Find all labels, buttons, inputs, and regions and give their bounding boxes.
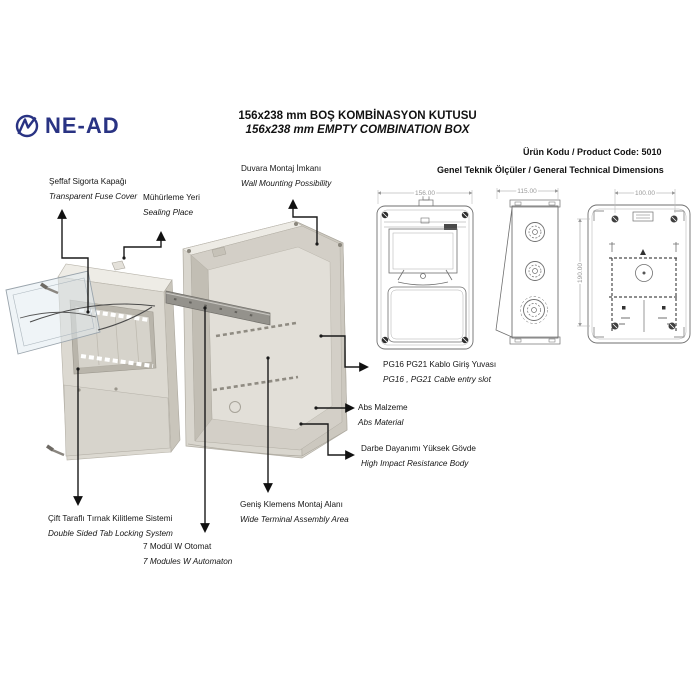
- drawing-back-view: [587, 204, 691, 344]
- sealing-tab: [111, 260, 126, 271]
- product-code: Ürün Kodu / Product Code: 5010: [523, 147, 662, 157]
- leader-cable-entry: [321, 335, 369, 372]
- mounting-screw-top: [40, 282, 59, 295]
- din-rail: [165, 290, 271, 326]
- technical-dimensions-heading: Genel Teknik Ölçüler / General Technical…: [437, 165, 664, 175]
- page-title-tr: 156x238 mm BOŞ KOMBİNASYON KUTUSU: [238, 110, 477, 122]
- dimension-labels: 156.00 115.00 100.00 190.00: [414, 187, 657, 285]
- dimension-lines: [377, 188, 676, 327]
- brand-name: NE-AD: [45, 113, 120, 138]
- callout-sealing-place: Mühürleme Yeri Sealing Place: [143, 193, 200, 217]
- transparent-cover-flap: [5, 270, 156, 355]
- callout-cable-entry: PG16 PG21 Kablo Giriş Yuvası PG16 , PG21…: [383, 360, 497, 384]
- leader-wall-mounting: [288, 199, 318, 244]
- leader-start-dots: [76, 242, 323, 426]
- leader-transparent-fuse-cover: [57, 209, 89, 312]
- drawing-side-view: [495, 199, 561, 345]
- brand-logo: NE-AD: [14, 113, 120, 139]
- callout-leader-lines: [57, 199, 369, 533]
- callout-abs-material: Abs Malzeme Abs Material: [358, 403, 408, 427]
- mounting-screw-bottom: [46, 444, 65, 457]
- dim-side-depth: 115.00: [517, 188, 537, 195]
- side-view-knockouts: [520, 222, 548, 324]
- page-title-en: 156x238 mm EMPTY COMBINATION BOX: [245, 124, 470, 136]
- callout-impact-body: Darbe Dayanımı Yüksek Gövde High Impact …: [361, 444, 476, 468]
- leader-impact-body: [301, 423, 355, 460]
- dim-back-height: 190.00: [577, 263, 584, 283]
- front-cover-render: [5, 260, 181, 461]
- callout-wall-mounting: Duvara Montaj İmkanı Wall Mounting Possi…: [241, 164, 332, 188]
- dim-back-span: 100.00: [635, 190, 655, 197]
- page-title: 156x238 mm BOŞ KOMBİNASYON KUTUSU 156x23…: [180, 110, 535, 136]
- base-box-render: [165, 220, 348, 459]
- nead-logo-icon: [15, 114, 39, 138]
- callout-transparent-fuse-cover: Şeffaf Sigorta Kapağı Transparent Fuse C…: [49, 177, 138, 201]
- dim-front-width: 156.00: [415, 190, 435, 197]
- callout-terminal-area: Geniş Klemens Montaj Alanı Wide Terminal…: [240, 500, 349, 524]
- callout-tab-locking: Çift Taraflı Tırnak Kilitleme Sistemi Do…: [48, 514, 173, 538]
- drawing-front-view: [376, 195, 474, 350]
- din-mount-frame: [609, 257, 679, 332]
- leader-sealing-place: [123, 231, 166, 258]
- callout-modules: 7 Modül W Otomat 7 Modules W Automaton: [143, 542, 233, 566]
